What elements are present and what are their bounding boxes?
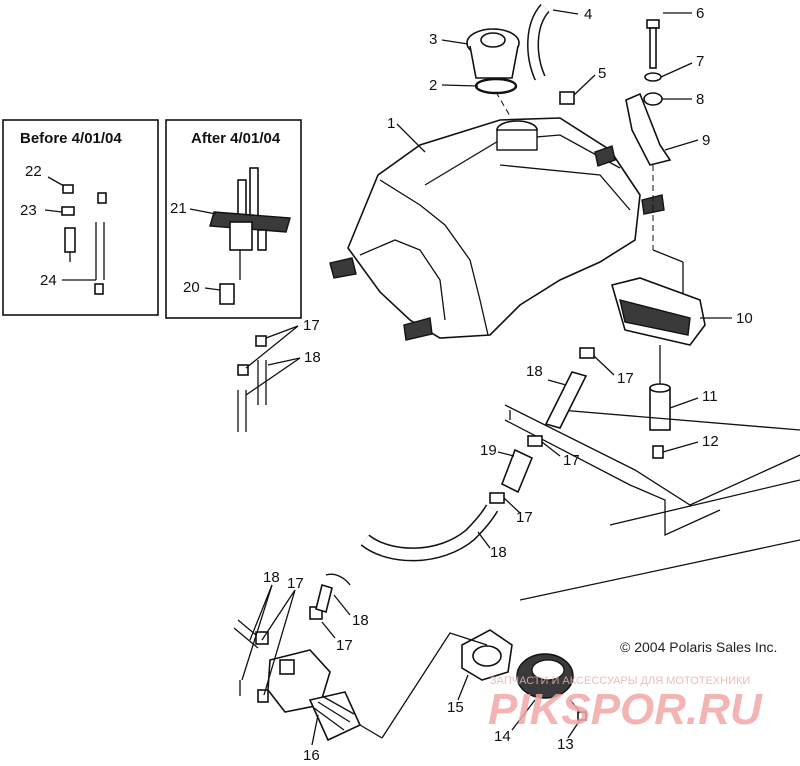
callout-21: 21: [170, 200, 187, 217]
before-panel: Before 4/01/04 17: [2, 119, 159, 316]
fuel-pickup-assembly: [381, 629, 587, 739]
hose-pair-upper: [237, 335, 267, 432]
leader-lines: [241, 9, 732, 746]
callout-2: 2: [429, 77, 437, 94]
callout-17-tank-clamp: 17: [617, 370, 634, 387]
callouts: 1 2 3 4 5 6 7 8 9 10 11 12 13 14 15 16 1…: [20, 5, 753, 764]
fuel-tank: [329, 117, 665, 341]
frame-rail: [504, 404, 800, 601]
callout-23: 23: [20, 202, 37, 219]
callout-13: 13: [557, 736, 574, 753]
callout-18-pump-right: 18: [352, 612, 369, 629]
fuel-hose-segment: [544, 347, 595, 429]
callout-4: 4: [584, 6, 592, 23]
watermark-tagline: ЗАПЧАСТИ И АКСЕССУАРЫ ДЛЯ МОТОТЕХНИКИ: [490, 675, 750, 687]
callout-3: 3: [429, 31, 437, 48]
copyright-text: © 2004 Polaris Sales Inc.: [620, 639, 777, 655]
fuel-pump: [233, 573, 383, 742]
callout-7: 7: [696, 53, 704, 70]
fuel-hose-long: [360, 504, 499, 562]
fuel-filter: [489, 435, 543, 504]
callout-1: 1: [387, 115, 395, 132]
callout-17-filter-top: 17: [563, 452, 580, 469]
before-panel-title: Before 4/01/04: [20, 130, 122, 147]
after-panel-title: After 4/01/04: [191, 130, 281, 147]
callout-5: 5: [598, 65, 606, 82]
fuel-cap: [466, 28, 520, 117]
callout-10: 10: [736, 310, 753, 327]
tank-bracket: [611, 277, 706, 459]
vent-hose: [527, 4, 575, 105]
callout-17-pump-left: 17: [287, 575, 304, 592]
fuel-valve: [209, 167, 291, 305]
callout-12: 12: [702, 433, 719, 450]
callout-17-filter-bottom: 17: [516, 509, 533, 526]
callout-9: 9: [702, 132, 710, 149]
callout-18-center: 18: [526, 363, 543, 380]
panel-fitting-parts: [61, 184, 107, 295]
callout-18-long-hose: 18: [490, 544, 507, 561]
callout-24: 24: [40, 272, 57, 289]
callout-22: 22: [25, 163, 42, 180]
callout-18-upper-left: 18: [304, 349, 321, 366]
callout-8: 8: [696, 91, 704, 108]
callout-17-upper-left: 17: [303, 317, 320, 334]
callout-6: 6: [696, 5, 704, 22]
callout-14: 14: [494, 728, 511, 745]
watermark: ЗАПЧАСТИ И АКСЕССУАРЫ ДЛЯ МОТОТЕХНИКИ PI…: [488, 675, 763, 734]
callout-16: 16: [303, 747, 320, 764]
callout-20: 20: [183, 279, 200, 296]
watermark-logo-text: PIKSPOR.RU: [488, 685, 763, 734]
callout-19: 19: [480, 442, 497, 459]
after-panel: After 4/01/04: [165, 119, 302, 319]
bolt-stack: [625, 19, 684, 300]
callout-11: 11: [702, 388, 718, 405]
callout-18-pump-left: 18: [263, 569, 280, 586]
callout-15: 15: [447, 699, 464, 716]
callout-17-pump-right: 17: [336, 637, 353, 654]
